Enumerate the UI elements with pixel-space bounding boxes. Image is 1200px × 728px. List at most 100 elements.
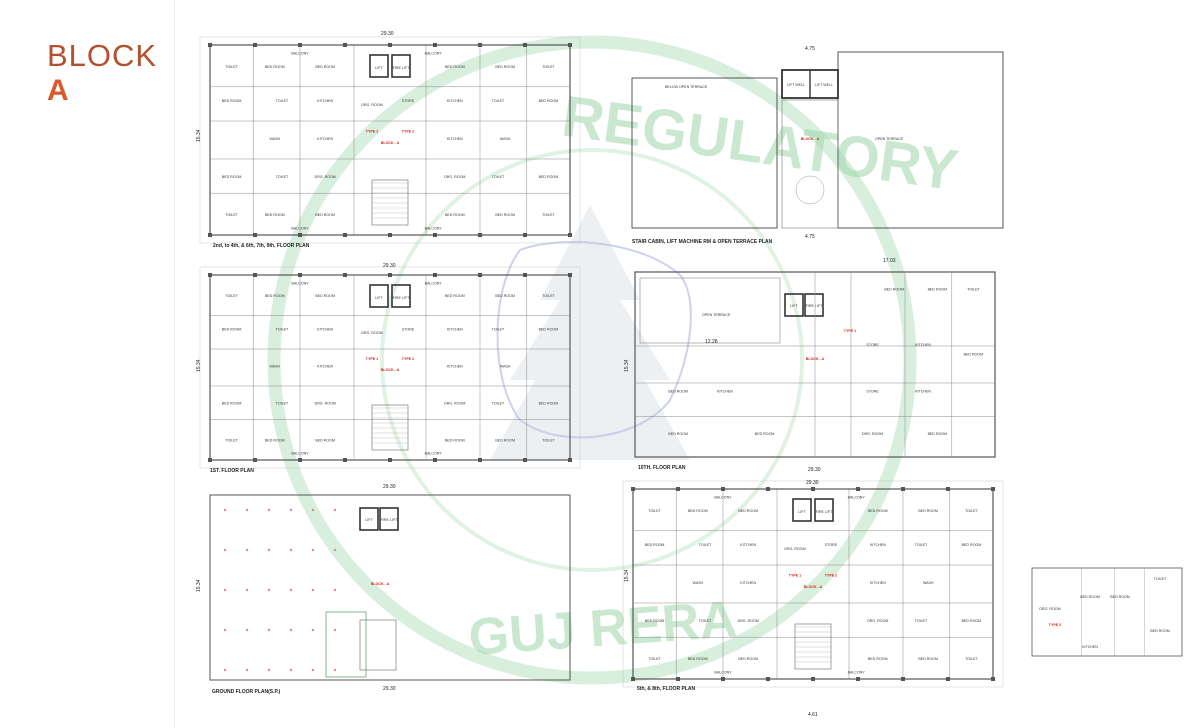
plan-first-floor-room-label-5: TOILET — [542, 294, 555, 298]
plan-first-floor-room-label-18: BED ROOM — [222, 402, 242, 406]
plan-first-floor-room-label-1: BED ROOM — [265, 294, 285, 298]
plan-first-floor-room-label-6: BED ROOM — [222, 328, 242, 332]
plan-terrace-left-block — [631, 77, 778, 229]
plan-first-floor-room-label-0: TOILET — [225, 294, 238, 298]
plan-fifth-eighth-room-label-24: TOILET — [648, 657, 661, 661]
plan-upper-floors-room-label-4: BED ROOM — [495, 65, 515, 69]
plan-first-floor-lift-label: LIFT — [375, 296, 383, 300]
plan-fifth-eighth-fire-lift-box — [814, 498, 834, 522]
plan-fifth-eighth-room-label-0: TOILET — [648, 509, 661, 513]
plan-ground-column-0-4 — [223, 668, 227, 672]
plan-tenth-room-4: KITCHEN — [915, 343, 931, 347]
plan-upper-floors-column-bottom-5 — [433, 233, 437, 237]
plan-upper-floors-balcony-label-tr: BALCONY — [425, 52, 443, 56]
plan-fifth-eighth-room-label-4: BED ROOM — [918, 509, 938, 513]
plan-upper-floors-room-label-13: BED ROOM — [539, 99, 559, 103]
plan-upper-floors-room-label-25: BED ROOM — [265, 213, 285, 217]
plan-upper-floors-column-top-7 — [523, 43, 527, 47]
plan-ground-column-5-1 — [333, 548, 337, 552]
plan-ground-column-4-1 — [311, 548, 315, 552]
plan-ground-column-2-1 — [267, 548, 271, 552]
plan-fifth-eighth-room-label-17: WASH — [923, 581, 934, 585]
plan-first-floor-room-label-28: BED ROOM — [495, 439, 515, 443]
plan-upper-floors-block-label: BLOCK - A — [381, 141, 400, 145]
plan-unit-bed-a: BED ROOM — [1080, 595, 1100, 599]
plan-first-floor-room-label-23: BED ROOM — [539, 402, 559, 406]
plan-first-floor-column-top-6 — [478, 273, 482, 277]
plan-first-floor-room-label-29: TOILET — [542, 439, 555, 443]
plan-first-floor-room-label-8: KITCHEN — [317, 328, 333, 332]
plan-fifth-eighth-room-label-11: KITCHEN — [870, 543, 886, 547]
plan-ground-column-2-4 — [267, 668, 271, 672]
dim-p6-top: 29.30 — [806, 480, 819, 486]
plan-ground-column-2-0 — [267, 508, 271, 512]
plan-first-floor-column-bottom-0 — [208, 458, 212, 462]
plan-first-floor-column-bottom-4 — [388, 458, 392, 462]
plan-terrace-lift-well-label-a: LIFT WELL — [787, 83, 805, 87]
plan-tenth-lift-label: LIFT — [790, 304, 798, 308]
dim-p4-mid: 12.28 — [705, 339, 718, 345]
plan-first-floor-room-label-15: KITCHEN — [317, 365, 333, 369]
plan-ground-fire-lift — [379, 507, 399, 531]
plan-first-floor-column-top-4 — [388, 273, 392, 277]
plan-fifth-eighth-column-top-1 — [676, 487, 680, 491]
plan-fifth-eighth-fire-lift-label: FIRE LIFT — [816, 510, 833, 514]
plan-fifth-eighth-column-top-8 — [991, 487, 995, 491]
plan-fifth-eighth-room-label-13: BED ROOM — [962, 543, 982, 547]
plan-tenth-room-6: BED ROOM — [668, 389, 688, 393]
plan-upper-floors-room-label-5: TOILET — [542, 65, 555, 69]
plan-ground-column-4-4 — [311, 668, 315, 672]
plan-fifth-eighth-room-label-27: BED ROOM — [868, 657, 888, 661]
plan-fifth-eighth-room-label-2: BED ROOM — [738, 509, 758, 513]
plan-first-floor-type1-label: TYPE 1 — [366, 357, 378, 361]
plan-first-floor-room-label-2: BED ROOM — [315, 294, 335, 298]
dim-p2-bottom: 4.75 — [805, 234, 815, 240]
plan-ground-column-5-4 — [333, 668, 337, 672]
plan-fifth-eighth-balcony-label-br: BALCONY — [848, 670, 866, 674]
plan-first-floor-room-label-16: KITCHEN — [447, 365, 463, 369]
plan-ground-column-4-0 — [311, 508, 315, 512]
plan-upper-floors-column-top-0 — [208, 43, 212, 47]
plan-first-floor-column-bottom-6 — [478, 458, 482, 462]
plan-fifth-eighth-room-label-5: TOILET — [965, 509, 978, 513]
plan-first-floor-column-bottom-3 — [343, 458, 347, 462]
plan-unit-outline — [1031, 567, 1183, 657]
dim-p1-side: 15.34 — [196, 129, 202, 142]
plan-first-floor-room-label-9: DRG. ROOM — [361, 331, 382, 335]
plan-first-floor-balcony-label-bl: BALCONY — [291, 451, 309, 455]
plan-first-floor-column-top-0 — [208, 273, 212, 277]
plan-fifth-eighth-room-label-9: DRG. ROOM — [784, 547, 805, 551]
plan-tenth-room-13: BED ROOM — [928, 432, 948, 436]
plan-upper-floors-room-label-14: WASH — [269, 137, 280, 141]
plan-tenth-room-1: BED ROOM — [928, 288, 948, 292]
dim-p5-side: 15.34 — [196, 579, 202, 592]
plan-fifth-eighth-room-label-21: DRG. ROOM — [867, 619, 888, 623]
plan-upper-floors-column-top-1 — [253, 43, 257, 47]
plan-fifth-eighth-room-label-29: TOILET — [965, 657, 978, 661]
plan-first-floor-room-label-4: BED ROOM — [495, 294, 515, 298]
plan-unit-toilet-label: TOILET — [1154, 577, 1167, 581]
plan-first-floor-type2-label: TYPE 2 — [402, 357, 414, 361]
plan-ground-column-1-2 — [245, 588, 249, 592]
plan-ground-column-3-2 — [289, 588, 293, 592]
plan-tenth-type-label: TYPE 1 — [844, 329, 856, 333]
watermark-text-top: REGULATORY — [558, 84, 962, 204]
plan-ground-column-4-2 — [311, 588, 315, 592]
plan-first-floor-column-top-7 — [523, 273, 527, 277]
plan-upper-floors-room-label-17: WASH — [500, 137, 511, 141]
plan-title-tenth-floor: 10TH. FLOOR PLAN — [638, 465, 686, 471]
plan-upper-floors-room-label-1: BED ROOM — [265, 65, 285, 69]
dim-p5-top: 29.30 — [383, 484, 396, 490]
plan-first-floor-column-top-3 — [343, 273, 347, 277]
label-open-terrace: OPEN TERRACE — [875, 137, 904, 141]
plan-upper-floors-column-bottom-0 — [208, 233, 212, 237]
plan-first-floor-dim-frame — [199, 266, 581, 469]
plan-first-floor-column-bottom-1 — [253, 458, 257, 462]
plan-upper-floors-column-bottom-3 — [343, 233, 347, 237]
plan-fifth-eighth-lift-box — [792, 498, 812, 522]
plan-upper-floors-column-top-2 — [298, 43, 302, 47]
plan-terrace-block-label: BLOCK - A — [801, 137, 820, 141]
plan-first-floor-balcony-label-tl: BALCONY — [291, 281, 309, 285]
